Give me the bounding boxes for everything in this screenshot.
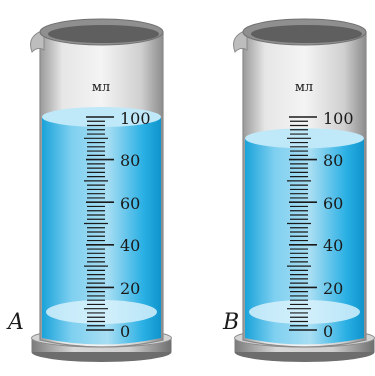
scale-ticks bbox=[287, 116, 317, 331]
scale-label-0: 0 bbox=[120, 322, 130, 341]
scale-label-60: 60 bbox=[323, 194, 343, 213]
unit-label: мл bbox=[295, 80, 313, 95]
liquid-column bbox=[245, 138, 364, 345]
scale-label-60: 60 bbox=[120, 194, 140, 213]
inner-bottom bbox=[249, 300, 360, 324]
scale-label-100: 100 bbox=[323, 109, 354, 128]
scale-label-80: 80 bbox=[120, 151, 140, 170]
liquid-column bbox=[42, 117, 161, 345]
inner-bottom bbox=[46, 300, 157, 324]
scale-ticks bbox=[84, 116, 114, 331]
spout bbox=[30, 29, 45, 53]
scale-label-100: 100 bbox=[120, 109, 151, 128]
liquid bbox=[42, 107, 161, 345]
scale-label-20: 20 bbox=[120, 279, 140, 298]
top-opening bbox=[251, 25, 362, 43]
scale-label-40: 40 bbox=[120, 236, 140, 255]
cylinder-label: B bbox=[222, 310, 239, 335]
scale-label-20: 20 bbox=[323, 279, 343, 298]
unit-label: мл bbox=[92, 80, 110, 95]
top-opening bbox=[48, 25, 159, 43]
cylinder-b: мл 100 80 60 40 20 0 B bbox=[222, 18, 375, 362]
spout bbox=[233, 29, 248, 53]
cylinder-a: мл 100 80 60 40 20 0 A bbox=[6, 18, 172, 362]
scale-label-80: 80 bbox=[323, 151, 343, 170]
scale-label-0: 0 bbox=[323, 322, 333, 341]
cylinder-label: A bbox=[6, 310, 24, 335]
scale-label-40: 40 bbox=[323, 236, 343, 255]
